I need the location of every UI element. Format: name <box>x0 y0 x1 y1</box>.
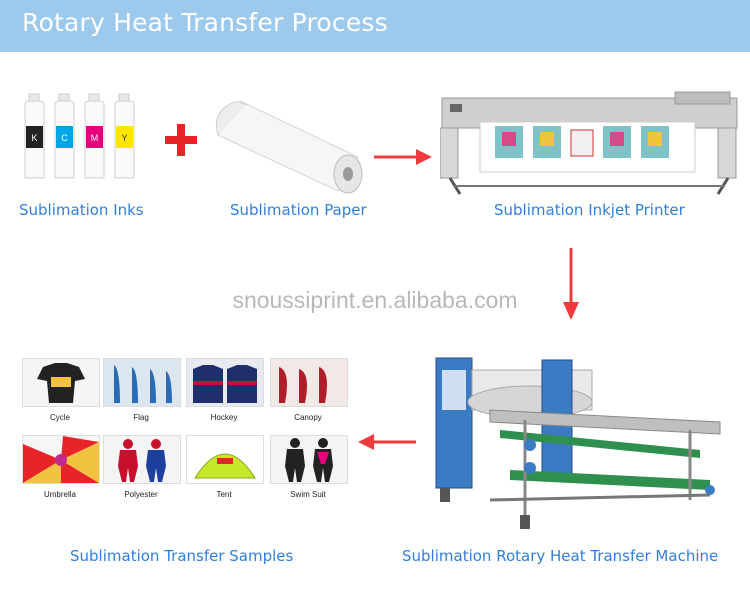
sample-cycle-thumb <box>22 358 100 407</box>
sample-swimsuit-caption: Swim Suit <box>290 490 326 499</box>
title-banner: Rotary Heat Transfer Process <box>0 0 750 52</box>
ink-bottle-k-letter: K <box>31 133 37 143</box>
sublimation-paper-label: Sublimation Paper <box>230 201 367 219</box>
sample-polyester-thumb <box>103 435 181 484</box>
inkjet-printer-image <box>440 91 738 195</box>
sample-flag-thumb <box>103 358 181 407</box>
sample-hockey-caption: Hockey <box>210 413 238 422</box>
sample-polyester-caption: Polyester <box>124 490 158 499</box>
sample-cycle-caption: Cycle <box>49 413 70 422</box>
page-title: Rotary Heat Transfer Process <box>22 8 388 37</box>
ink-bottle-m: M <box>84 93 105 179</box>
sample-canopy-caption: Canopy <box>294 413 322 422</box>
rotary-machine-image <box>435 357 721 529</box>
sublimation-inks-label: Sublimation Inks <box>19 201 144 219</box>
rotary-machine-label: Sublimation Rotary Heat Transfer Machine <box>402 547 719 565</box>
paper-roll-image <box>215 100 363 194</box>
arrow-left-icon <box>358 434 416 450</box>
transfer-samples-label: Sublimation Transfer Samples <box>70 547 294 565</box>
arrow-right-icon <box>374 149 432 165</box>
ink-bottle-c-letter: C <box>61 133 68 143</box>
ink-bottle-y: Y <box>114 93 135 179</box>
arrow-down-icon <box>563 248 579 320</box>
sample-umbrella-caption: Umbrella <box>43 490 76 499</box>
plus-icon <box>165 124 197 156</box>
inkjet-printer-label: Sublimation Inkjet Printer <box>494 201 685 219</box>
ink-bottles-image: K C M Y <box>24 93 135 179</box>
ink-bottle-y-letter: Y <box>121 133 127 143</box>
watermark-text: snoussiprint.en.alibaba.com <box>232 287 518 313</box>
sample-flag-caption: Flag <box>133 413 149 422</box>
ink-bottle-m-letter: M <box>91 133 99 143</box>
sample-umbrella-thumb <box>22 435 100 484</box>
sample-swimsuit-thumb <box>270 435 348 484</box>
sample-canopy-thumb <box>270 358 348 407</box>
sample-hockey-thumb <box>186 358 264 407</box>
sample-tent-caption: Tent <box>216 490 232 499</box>
ink-bottle-k: K <box>24 93 45 179</box>
sample-tent-thumb <box>186 435 264 484</box>
ink-bottle-c: C <box>54 93 75 179</box>
